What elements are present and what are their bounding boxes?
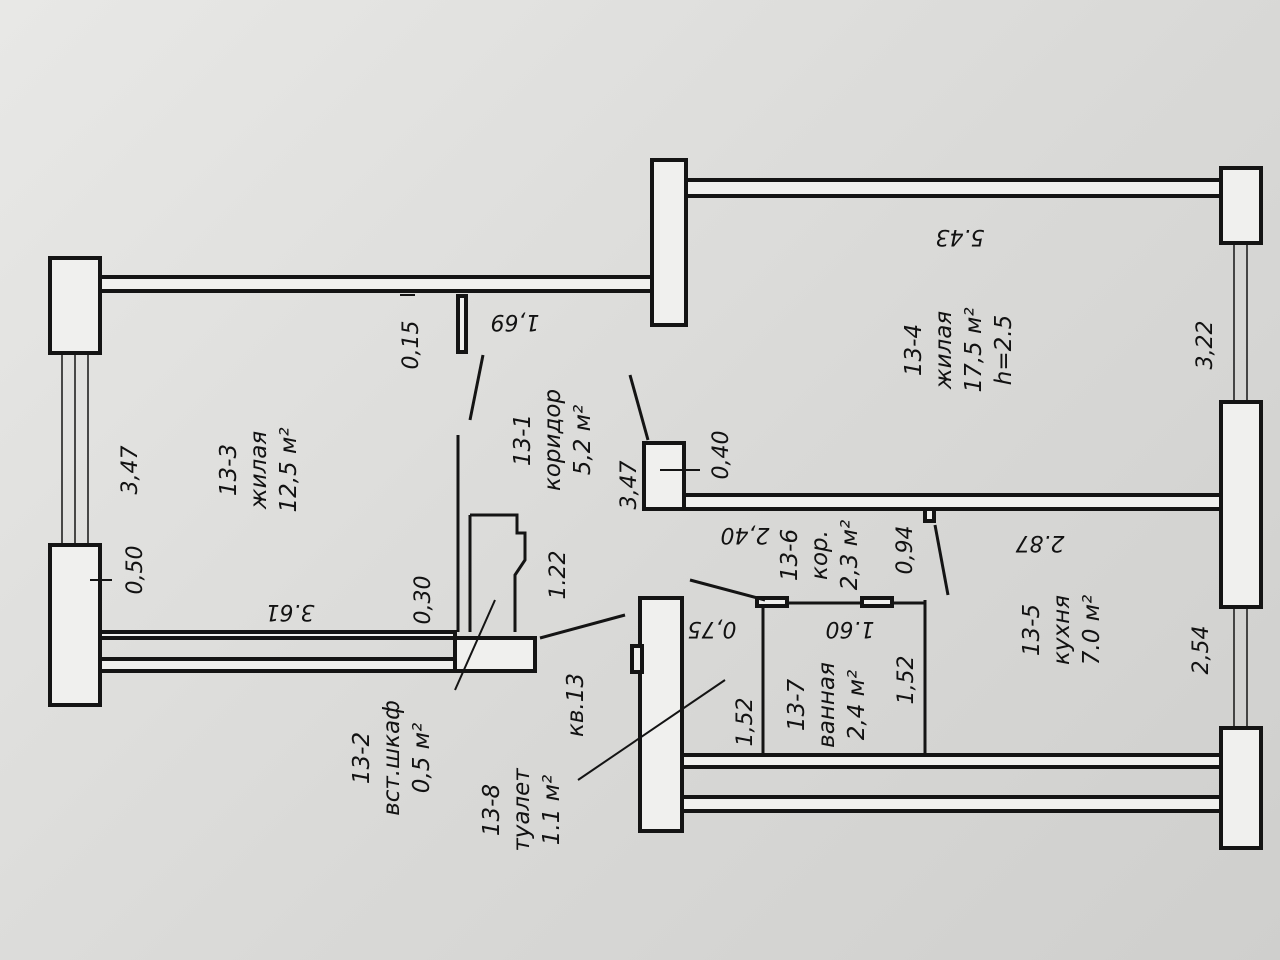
room-area: 2,4 м²	[844, 670, 870, 740]
room-label-13-1: 13-1 коридор 5,2 м²	[510, 389, 596, 491]
room-name: жилая	[931, 311, 957, 390]
left-exterior-wall-bottom	[48, 543, 102, 707]
room-label-13-4: 13-4 жилая 17,5 м² h=2.5	[901, 307, 1017, 392]
partition-toilet-jog	[470, 513, 527, 632]
top-wall-13-4	[684, 178, 1223, 198]
room-area: 2,3 м²	[837, 520, 863, 590]
bottom-wall-kitchen	[680, 753, 1223, 769]
room-name: вст.шкаф	[379, 700, 405, 816]
bottom-wall-13-3	[98, 630, 457, 640]
dim-1-60: 1.60	[826, 616, 875, 641]
room-name: жилая	[246, 431, 272, 510]
door-bath	[689, 578, 766, 602]
room-area: 7.0 м²	[1079, 595, 1105, 665]
room-id: 13-7	[784, 679, 810, 732]
room-id: 13-8	[479, 784, 505, 836]
room-name: туалет	[509, 768, 535, 852]
room-label-13-8: 13-8 туалет 1.1 м²	[479, 768, 565, 852]
room-area: 17,5 м²	[961, 307, 987, 392]
room-name: коридор	[540, 389, 566, 491]
room-label-13-6: 13-6 кор. 2,3 м²	[777, 520, 863, 590]
room-id: 13-2	[349, 732, 375, 784]
room-area: 12,5 м²	[276, 427, 302, 512]
wall-13-4-bottom	[682, 493, 1223, 511]
door-toilet	[539, 613, 626, 640]
dim-0-40: 0,40	[709, 431, 734, 480]
room-label-13-5: 13-5 кухня 7.0 м²	[1019, 595, 1105, 665]
room-name: кухня	[1049, 595, 1075, 665]
dim-3-22: 3,22	[1193, 321, 1218, 370]
dim-1-52-right: 1,52	[894, 656, 919, 705]
room-label-13-2: 13-2 вст.шкаф 0,5 м²	[349, 700, 435, 816]
room-id: 13-4	[901, 324, 927, 376]
dim-3-61: 3.61	[266, 599, 315, 624]
dim-5-43: 5.43	[936, 224, 985, 249]
leader-13-2	[454, 599, 496, 691]
pier-13-1	[642, 441, 686, 511]
room-id: 13-3	[216, 444, 242, 496]
apartment-label: кв.13	[563, 673, 589, 737]
dim-0-15: 0,15	[399, 321, 424, 370]
bottom-exterior-wall	[680, 795, 1223, 813]
left-exterior-wall-top	[48, 256, 102, 355]
leader-lines	[90, 294, 726, 781]
dim-0-94: 0,94	[893, 526, 918, 575]
room-id: 13-5	[1019, 604, 1045, 656]
leader-13-8	[577, 679, 726, 781]
right-exterior-wall-top	[1219, 166, 1263, 245]
walls	[48, 158, 1263, 850]
door-kitchen	[933, 524, 950, 596]
dim-3-47-mid: 3,47	[617, 461, 642, 510]
dim-0-30: 0,30	[411, 576, 436, 625]
dim-1-69: 1,69	[491, 309, 540, 334]
room-id: 13-1	[510, 414, 536, 466]
dim-1-52-left: 1,52	[733, 698, 758, 747]
top-wall-13-3	[98, 275, 654, 293]
dim-0-75: 0,75	[688, 616, 737, 641]
pier-0-15	[456, 294, 468, 354]
door-13-4	[628, 374, 650, 441]
room-area: 0,5 м²	[409, 723, 435, 793]
dim-1-22: 1.22	[546, 551, 571, 600]
room-id: 13-6	[777, 529, 803, 581]
room-area: 5,2 м²	[570, 405, 596, 475]
door-13-3	[468, 354, 485, 421]
dimensions: 5.43 3,22 2,54 2.87 3,47 0,50 3.61 0,30 …	[118, 224, 1218, 746]
door-swings	[468, 354, 950, 640]
dim-3-47-left: 3,47	[118, 446, 143, 495]
room-name: ванная	[814, 662, 840, 748]
pier-bath-a	[755, 596, 789, 608]
dim-2-54: 2,54	[1189, 626, 1214, 675]
right-exterior-wall-bottom	[1219, 726, 1263, 850]
dim-0-50: 0,50	[123, 546, 148, 595]
pier-bath-b	[860, 596, 894, 608]
room-area: 1.1 м²	[539, 775, 565, 845]
stair-wall-upper	[453, 636, 537, 673]
dim-2-87: 2.87	[1016, 530, 1065, 555]
central-pillar	[650, 158, 688, 327]
dim-2-40: 2,40	[721, 522, 770, 547]
room-label-13-7: 13-7 ванная 2,4 м²	[784, 662, 870, 748]
right-exterior-pier	[1219, 400, 1263, 609]
bath-block-notch	[630, 644, 644, 674]
pier-kitchen	[923, 507, 936, 523]
room-name: кор.	[807, 530, 833, 580]
room-label-13-3: 13-3 жилая 12,5 м²	[216, 427, 302, 512]
room-height: h=2.5	[991, 315, 1017, 385]
